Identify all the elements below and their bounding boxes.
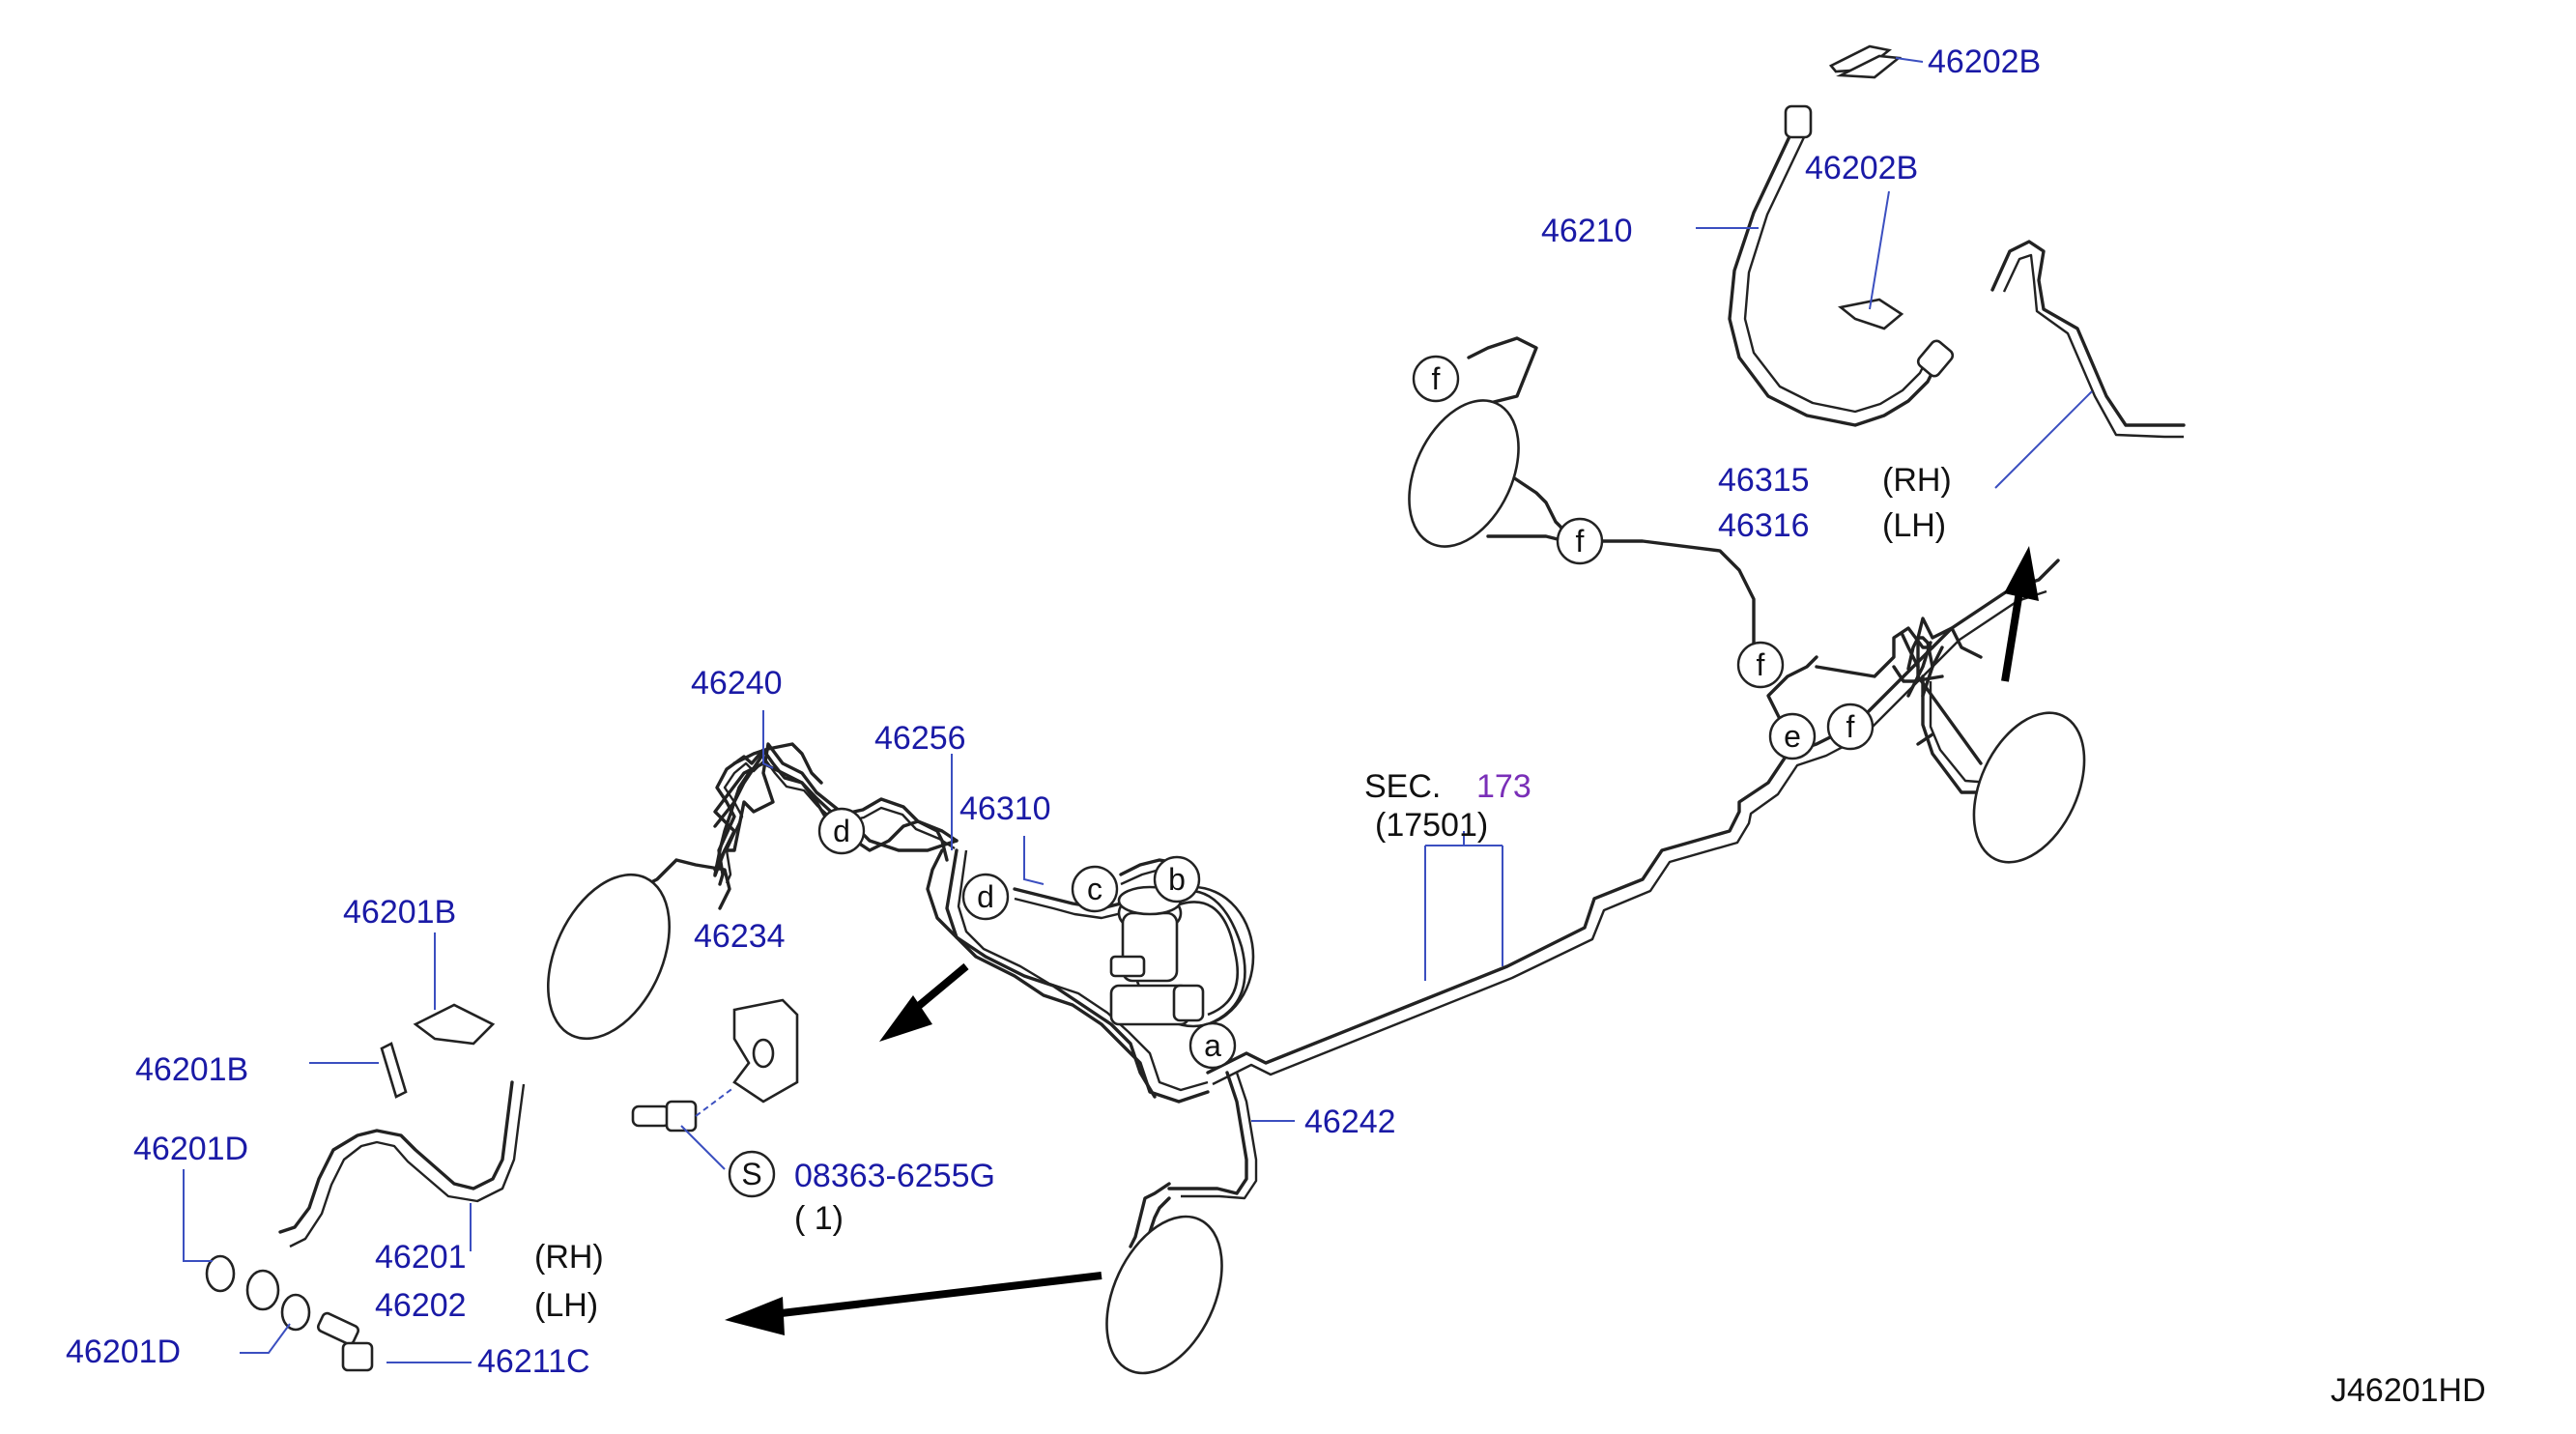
callout-a: a	[1188, 1021, 1237, 1070]
master-cylinder-nipple	[1172, 984, 1205, 1022]
part-labels: 46202B 46202B 46210 46315 (RH) 46316 (LH…	[66, 43, 2486, 1409]
callout-f-1: f	[1412, 355, 1460, 403]
washer-46201d-top	[205, 1254, 236, 1293]
label-46201-rh: (RH)	[534, 1239, 604, 1276]
svg-text:b: b	[1168, 862, 1186, 897]
clip-46202b-mid	[1838, 298, 1904, 330]
callout-d-left: d	[817, 807, 866, 855]
front-left-disc	[546, 873, 672, 1041]
callout-s: S	[728, 1150, 776, 1198]
hose-fitting-46210-top	[1784, 104, 1813, 139]
label-46202b-mid: 46202B	[1805, 150, 1918, 186]
svg-text:f: f	[1757, 647, 1765, 682]
label-46310: 46310	[959, 790, 1051, 827]
brake-lines	[278, 129, 2186, 1248]
callouts: a b c d d e f f f f S	[728, 355, 1875, 1198]
svg-text:S: S	[741, 1157, 761, 1191]
small-parts	[205, 44, 1955, 1372]
label-46316: 46316	[1718, 507, 1810, 544]
bolt-46211c-head	[341, 1341, 374, 1372]
bolt-08363	[631, 1086, 735, 1133]
label-46201d-top: 46201D	[133, 1131, 248, 1167]
label-bolt-qty: ( 1)	[794, 1200, 844, 1237]
callout-c: c	[1071, 865, 1119, 913]
leader-lines	[183, 57, 2093, 1363]
clip-46201b-lower	[380, 1042, 408, 1099]
label-46240: 46240	[691, 665, 783, 702]
callout-f-2: f	[1556, 517, 1604, 565]
label-46210: 46210	[1541, 213, 1633, 249]
callout-f-4: f	[1826, 703, 1875, 751]
label-46202: 46202	[375, 1287, 467, 1324]
svg-text:d: d	[833, 814, 850, 848]
rear-left-disc	[1408, 399, 1520, 548]
svg-text:f: f	[1846, 709, 1855, 744]
label-46211c: 46211C	[477, 1343, 590, 1380]
label-46256: 46256	[874, 720, 966, 757]
rear-right-disc	[1972, 711, 2086, 864]
label-46201b-mid: 46201B	[135, 1051, 248, 1088]
brake-discs	[546, 399, 2086, 1375]
svg-text:c: c	[1087, 872, 1102, 906]
bolt-46211c	[316, 1311, 360, 1346]
label-section-subcode: (17501)	[1375, 807, 1488, 844]
master-cylinder-port	[1109, 955, 1146, 978]
callout-d-right: d	[961, 873, 1010, 921]
svg-text:a: a	[1204, 1028, 1221, 1063]
label-section-number: 173	[1476, 768, 1531, 805]
svg-text:f: f	[1576, 524, 1585, 559]
callout-f-3: f	[1736, 641, 1785, 689]
label-46315: 46315	[1718, 462, 1810, 499]
svg-text:f: f	[1432, 361, 1441, 396]
svg-text:d: d	[977, 879, 994, 914]
label-46201d-bottom: 46201D	[66, 1334, 181, 1370]
label-46242: 46242	[1304, 1104, 1396, 1140]
label-46201: 46201	[375, 1239, 467, 1276]
label-46315-rh: (RH)	[1882, 462, 1952, 499]
svg-text:e: e	[1784, 719, 1801, 754]
callout-e: e	[1768, 712, 1817, 760]
clip-46201b-upper	[413, 1003, 496, 1046]
drawing-code: J46201HD	[2331, 1372, 2486, 1409]
label-46316-lh: (LH)	[1882, 507, 1946, 544]
label-46234: 46234	[694, 918, 786, 955]
label-section-prefix: SEC.	[1364, 768, 1441, 805]
direction-arrows	[725, 546, 2039, 1335]
banjo-fitting	[245, 1269, 280, 1311]
bracket-46234-hole	[752, 1038, 775, 1069]
master-cylinder-assembly	[1109, 885, 1255, 1028]
booster-ring-2	[1168, 901, 1240, 1017]
label-bolt-part: 08363-6255G	[794, 1158, 995, 1194]
label-46202-lh: (LH)	[534, 1287, 598, 1324]
hose-fitting-46210-bottom	[1916, 339, 1955, 378]
label-46201b-top: 46201B	[343, 894, 456, 931]
label-46202b-top: 46202B	[1928, 43, 2041, 80]
callout-b: b	[1153, 855, 1201, 903]
washer-46201d-bottom	[280, 1293, 311, 1332]
front-right-disc	[1105, 1215, 1223, 1375]
